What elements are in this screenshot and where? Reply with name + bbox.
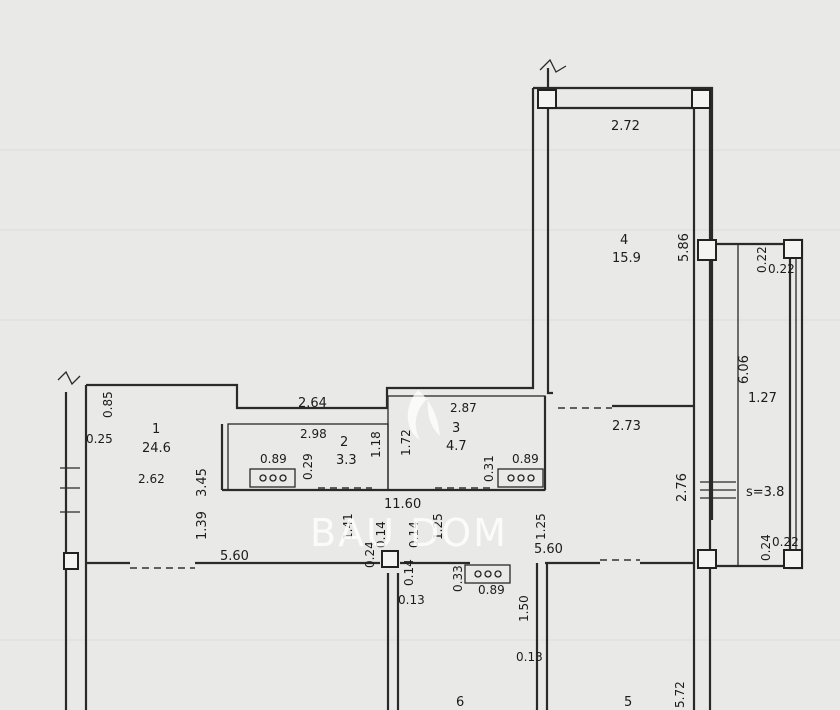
dim-label: 1.18: [369, 431, 383, 458]
room-4-area: 15.9: [612, 251, 641, 266]
dim-label: 2.76: [675, 473, 690, 502]
dim-label: 11.60: [384, 497, 421, 512]
vent-box: [249, 468, 296, 488]
dim-label: 0.14: [374, 521, 388, 548]
room-5-number: 5: [624, 695, 632, 710]
room-3-area: 4.7: [446, 439, 467, 454]
balcony-s-label: s=3.8: [746, 485, 784, 500]
vent-circles: [259, 474, 535, 578]
dim-label: 1.25: [431, 513, 445, 540]
room-2-area: 3.3: [336, 453, 357, 468]
dim-label: 0.14: [407, 521, 421, 548]
dim-label: 6.06: [737, 355, 752, 384]
vent-box: [464, 564, 511, 584]
dim-label: 5.86: [677, 233, 692, 262]
dim-label: 1.72: [399, 429, 413, 456]
balcony-area: 1.27: [748, 391, 777, 406]
dimension-labels: 2.72 5.86 2.73 6.06 0.22 0.22 0.24 0.22 …: [86, 119, 799, 708]
pillars: [63, 89, 803, 570]
pillar: [783, 239, 803, 259]
logo-emblem: [407, 390, 440, 440]
dim-label: 2.73: [612, 419, 641, 434]
dim-label: 0.89: [260, 452, 287, 466]
dim-label: 1.25: [534, 513, 548, 540]
pillar: [537, 89, 557, 109]
pillar: [63, 552, 79, 570]
dim-label: 5.60: [534, 542, 563, 557]
watermark-text: BAU DOM: [310, 511, 508, 555]
room-labels: 1 24.6 2 3.3 3 4.7 4 15.9 5 6 1.27 s=3.8: [142, 233, 784, 710]
dim-label: 0.31: [482, 455, 496, 482]
dim-label: 1.39: [195, 511, 210, 540]
dim-label: 5.72: [673, 681, 687, 708]
pillar: [697, 239, 717, 261]
paper-background: [0, 149, 840, 641]
dim-label: 0.25: [86, 432, 113, 446]
dim-label: 0.24: [759, 534, 773, 561]
dim-label: 2.64: [298, 396, 327, 411]
dim-label: 0.85: [101, 391, 115, 418]
room-2-number: 2: [340, 435, 348, 450]
dim-label: 0.33: [451, 565, 465, 592]
dim-label: 0.13: [398, 593, 425, 607]
room-1-number: 1: [152, 422, 160, 437]
watermark: BAU DOM: [310, 390, 508, 555]
pillar: [783, 549, 803, 569]
dim-label: 5.60: [220, 549, 249, 564]
room-4-number: 4: [620, 233, 628, 248]
room-3-number: 3: [452, 421, 460, 436]
dim-label: 0.89: [478, 583, 505, 597]
room-6-number: 6: [456, 695, 464, 710]
dim-label: 1.41: [341, 513, 355, 540]
dim-label: 0.22: [768, 262, 795, 276]
dim-label: 2.87: [450, 401, 477, 415]
dim-label: 0.22: [772, 535, 799, 549]
pillar: [697, 549, 717, 569]
dim-label: 2.72: [611, 119, 640, 134]
room-1-area: 24.6: [142, 441, 171, 456]
pillar: [381, 550, 399, 568]
dim-label: 0.29: [301, 453, 315, 480]
pillar: [691, 89, 711, 109]
walls: [57, 58, 804, 710]
dim-label: 0.13: [516, 650, 543, 664]
dim-label: 2.98: [300, 427, 327, 441]
dim-label: 2.62: [138, 472, 165, 486]
dim-label: 0.22: [755, 246, 769, 273]
dim-label: 0.24: [363, 541, 377, 568]
dim-label: 3.45: [195, 468, 210, 497]
dim-label: 0.14: [402, 559, 416, 586]
dim-label: 1.50: [517, 595, 531, 622]
vent-box: [497, 468, 544, 488]
dim-label: 0.89: [512, 452, 539, 466]
